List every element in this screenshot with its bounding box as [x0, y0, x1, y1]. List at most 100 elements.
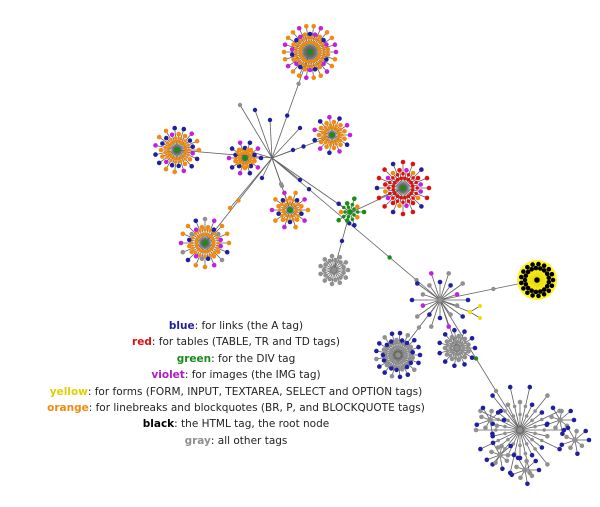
graph-node-blue — [509, 472, 515, 478]
graph-edge — [439, 283, 463, 301]
graph-node-violet — [307, 67, 313, 73]
graph-node-orange — [325, 52, 331, 57]
graph-edge — [519, 410, 560, 431]
graph-node-blue — [586, 437, 592, 443]
graph-node-orange — [317, 46, 321, 50]
graph-node-orange — [288, 214, 292, 219]
graph-node-green — [202, 240, 208, 246]
graph-node-orange — [331, 119, 337, 125]
graph-node-gray — [384, 362, 390, 368]
graph-node-blue — [307, 31, 313, 37]
graph-node-green — [342, 214, 346, 219]
graph-node-green — [346, 205, 351, 210]
graph-edge — [519, 429, 548, 465]
graph-node-orange — [311, 75, 317, 80]
graph-node-blue — [312, 137, 318, 143]
graph-node-gray — [341, 264, 346, 270]
graph-node-blue — [187, 138, 193, 143]
graph-node-orange — [176, 131, 181, 137]
graph-node-orange — [278, 208, 282, 212]
graph-node-violet — [304, 75, 309, 80]
graph-node-blue — [452, 363, 457, 369]
graph-node-green — [361, 209, 367, 215]
graph-node-gray — [405, 361, 409, 366]
graph-node-blue — [390, 161, 396, 167]
graph-node-blue — [394, 367, 399, 373]
graph-node-gray — [503, 431, 507, 436]
graph-node-violet — [237, 170, 243, 176]
graph-node-black — [525, 269, 531, 275]
graph-node-green — [350, 202, 355, 207]
graph-node-gray — [564, 434, 569, 440]
graph-node-orange — [173, 160, 178, 164]
graph-node-orange — [294, 210, 299, 214]
graph-node-violet — [181, 168, 187, 174]
graph-node-orange — [282, 57, 288, 62]
graph-node-blue — [437, 350, 443, 356]
graph-node-gray — [568, 445, 573, 451]
graph-node-gray — [392, 345, 397, 350]
graph-node-black — [541, 292, 547, 297]
graph-node-blue — [267, 117, 273, 123]
graph-node-blue — [462, 362, 467, 367]
graph-node-gray — [323, 273, 328, 278]
graph-node-gray — [398, 361, 403, 365]
graph-edge — [439, 294, 458, 301]
graph-node-orange — [291, 57, 296, 62]
graph-node-gray — [403, 348, 407, 353]
graph-node-red — [406, 194, 411, 198]
graph-node-blue — [176, 163, 181, 169]
graph-node-orange — [306, 64, 310, 68]
color-legend: blue: for links (the A tag) red: for tab… — [0, 318, 472, 449]
graph-node-violet — [385, 175, 391, 181]
graph-edge — [269, 119, 273, 159]
legend-key-violet: violet — [151, 369, 185, 382]
graph-node-blue — [301, 144, 306, 149]
graph-node-gray — [445, 349, 450, 353]
legend-desc-green: : for the DIV tag — [211, 352, 296, 365]
legend-row-black: black: the HTML tag, the root node — [0, 416, 472, 432]
graph-node-red — [388, 180, 392, 185]
graph-node-blue — [415, 281, 420, 286]
graph-node-orange — [191, 246, 195, 250]
graph-node-blue — [571, 417, 577, 423]
graph-node-red — [386, 186, 391, 190]
graph-node-blue — [469, 336, 475, 341]
graph-node-red — [391, 196, 395, 200]
graph-node-blue — [224, 249, 230, 255]
graph-node-gray — [466, 342, 471, 347]
graph-node-gray — [456, 352, 460, 357]
graph-node-blue — [529, 452, 535, 458]
graph-node-orange — [178, 136, 183, 141]
graph-node-blue — [374, 348, 379, 354]
graph-node-violet — [193, 227, 199, 232]
graph-node-blue — [211, 227, 217, 232]
graph-edge — [430, 273, 441, 301]
graph-node-orange — [169, 158, 173, 163]
graph-node-orange — [323, 125, 328, 130]
graph-node-blue — [442, 359, 448, 364]
graph-node-orange — [334, 138, 339, 143]
graph-node-orange — [320, 136, 325, 140]
graph-node-black — [549, 271, 555, 277]
graph-node-red — [410, 184, 415, 188]
graph-node-black — [536, 261, 541, 267]
graph-node-orange — [302, 37, 306, 41]
legend-key-black: black — [142, 418, 175, 431]
graph-node-orange — [187, 157, 193, 162]
graph-node-orange — [281, 49, 287, 55]
graph-node-gray — [448, 312, 453, 317]
graph-node-gray — [392, 364, 397, 369]
graph-node-orange — [298, 39, 303, 43]
graph-node-gray — [449, 342, 454, 347]
graph-node-blue — [507, 384, 513, 390]
graph-node-violet — [332, 42, 338, 47]
graph-node-gray — [405, 345, 409, 349]
graph-node-blue — [536, 467, 542, 473]
graph-node-black — [546, 275, 552, 281]
graph-node-red — [411, 196, 415, 200]
graph-node-orange — [178, 159, 183, 164]
graph-node-blue — [185, 257, 191, 263]
graph-node-orange — [320, 42, 324, 47]
graph-node-blue — [172, 125, 177, 131]
